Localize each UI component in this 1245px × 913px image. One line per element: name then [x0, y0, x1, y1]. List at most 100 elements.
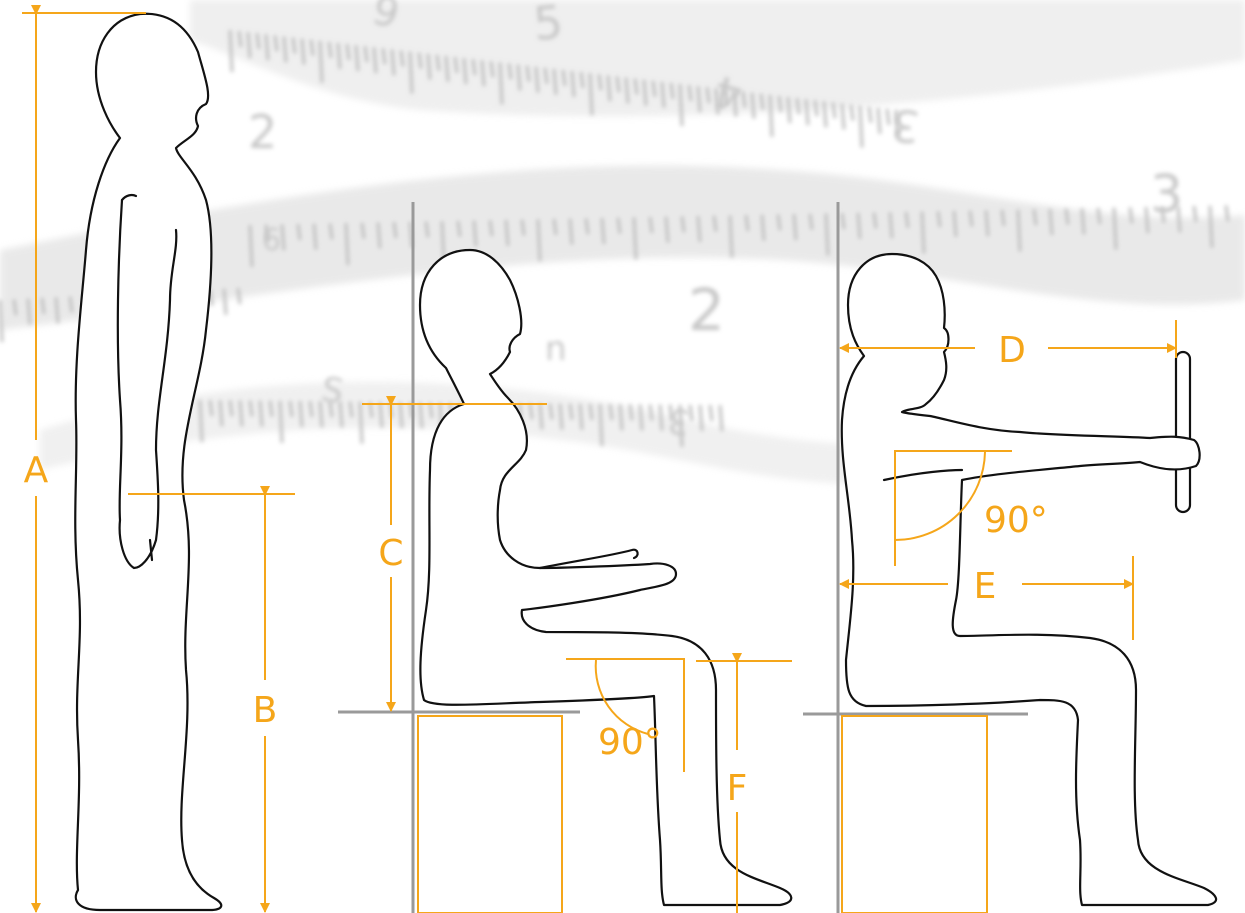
tape-tick: [572, 71, 574, 97]
tape-tick: [378, 222, 380, 248]
tape-tick: [826, 213, 828, 255]
tape-tick: [938, 211, 940, 227]
tape-tick: [240, 400, 242, 426]
tape-tick: [730, 215, 732, 257]
tape-number: 2: [688, 276, 725, 344]
tape-tick: [878, 108, 880, 134]
tape-tick: [600, 404, 602, 446]
tape-tick: [806, 99, 808, 125]
tape-tick: [482, 60, 484, 86]
tape-tick: [248, 32, 250, 58]
tape-tick: [906, 212, 908, 228]
tape-tick: [455, 57, 457, 73]
tape-tick: [1114, 208, 1116, 250]
tape-tick: [200, 400, 202, 442]
tape-tick: [538, 219, 540, 261]
tape-tick: [650, 217, 652, 233]
tape-tick: [490, 220, 492, 236]
tape-tick: [662, 82, 664, 108]
tape-tick: [527, 66, 529, 82]
tape-tick: [250, 401, 252, 417]
tape-tick: [869, 107, 871, 123]
tape-tick: [1002, 210, 1004, 226]
tape-tick: [1082, 208, 1084, 234]
tape-tick: [356, 45, 358, 71]
tape-tick: [797, 98, 799, 114]
tape-tick: [635, 79, 637, 95]
tape-tick: [698, 86, 700, 112]
tape-tick: [554, 69, 556, 95]
tape-tick: [346, 223, 348, 265]
tape-tick: [689, 85, 691, 101]
tape-tick: [671, 83, 673, 99]
tape-tick: [311, 40, 313, 56]
tape-tick: [42, 298, 44, 314]
tape-tick: [550, 404, 552, 420]
tape-tick: [602, 218, 604, 244]
tape-tick: [420, 402, 422, 428]
tape-tick: [300, 401, 302, 427]
tape-tick: [986, 210, 988, 236]
tape-tick: [842, 213, 844, 229]
seat-box-right: [842, 716, 987, 913]
tape-number: 5: [531, 0, 565, 51]
tape-tick: [275, 35, 277, 51]
tape-tick: [610, 404, 612, 420]
tape-tick: [224, 289, 226, 315]
tape-tick: [680, 84, 682, 126]
tape-tick: [374, 47, 376, 73]
tape-tick: [570, 219, 572, 245]
tape-tick: [590, 404, 592, 420]
tape-tick: [858, 213, 860, 239]
tape-tick: [586, 218, 588, 234]
tape-tick: [360, 402, 362, 444]
label-b: B: [253, 690, 278, 731]
tape-tick: [590, 73, 592, 115]
tape-tick: [314, 224, 316, 250]
tape-tick: [0, 300, 2, 342]
tape-tick: [362, 223, 364, 239]
tape-tick: [887, 109, 889, 125]
tape-tick: [410, 52, 412, 94]
tape-tick: [458, 221, 460, 237]
tape-tick: [392, 49, 394, 75]
tape-tick: [714, 216, 716, 232]
tape-tick: [634, 217, 636, 259]
tape-tick: [518, 65, 520, 91]
tape-tick: [1146, 207, 1148, 233]
tape-tick: [522, 220, 524, 236]
tape-tick: [474, 221, 476, 247]
tape-tick: [851, 105, 853, 121]
tape-tick: [230, 30, 232, 72]
tape-tick: [640, 404, 642, 430]
tape-tick: [250, 225, 252, 267]
seat-box-middle: [418, 716, 562, 913]
tape-tick: [280, 401, 282, 443]
tape-tick: [560, 404, 562, 430]
tape-tick: [815, 100, 817, 116]
tape-tick: [394, 222, 396, 238]
tape-tick: [570, 404, 572, 420]
label-angle-knee: 90°: [598, 722, 662, 763]
tape-tick: [330, 223, 332, 239]
tape-tick: [761, 94, 763, 110]
tape-tick: [860, 106, 862, 148]
tape-tick: [842, 103, 844, 129]
label-angle-arm: 90°: [984, 500, 1048, 541]
tape-tick: [282, 224, 284, 250]
tape-tick: [707, 87, 709, 103]
tape-tick: [347, 44, 349, 60]
tape-tick: [401, 51, 403, 67]
label-f: F: [727, 768, 748, 809]
reaching-figure: [842, 254, 1216, 905]
tape-tick: [599, 74, 601, 90]
tape-tick: [428, 54, 430, 80]
tape-tick: [752, 93, 754, 119]
tape-tick: [922, 212, 924, 254]
tape-number: 6: [262, 223, 281, 258]
label-d: D: [998, 330, 1026, 371]
tape-number: 3: [1150, 165, 1183, 225]
tape-tick: [743, 92, 745, 108]
tape-tick: [290, 401, 292, 417]
tape-tick: [720, 405, 722, 431]
